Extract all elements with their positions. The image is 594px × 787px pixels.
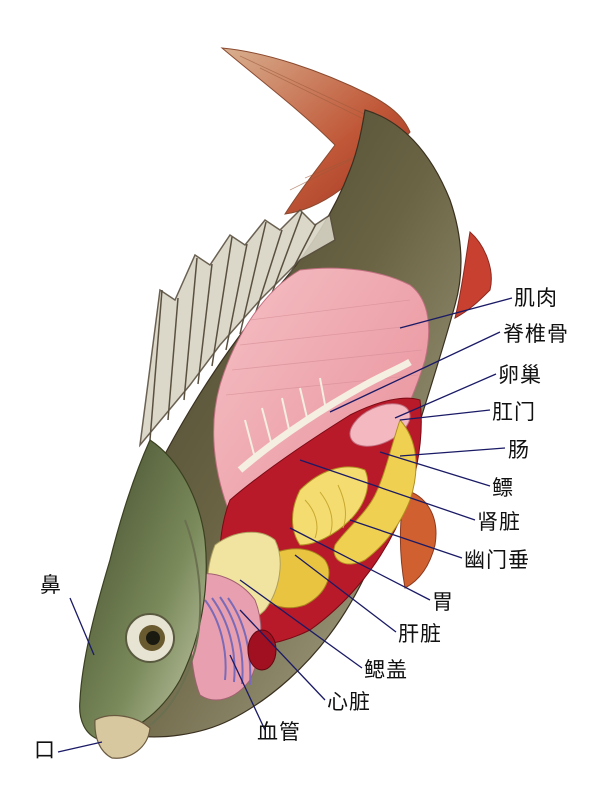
label-pyloric-caeca: 幽门垂 (464, 550, 530, 571)
eye-pupil (146, 631, 160, 645)
label-liver: 肝脏 (398, 624, 442, 645)
label-mouth: 口 (34, 740, 56, 761)
heart (248, 630, 276, 670)
label-intestine: 肠 (508, 440, 530, 461)
label-muscle: 肌肉 (514, 288, 558, 309)
label-stomach: 胃 (432, 592, 454, 613)
mouth (95, 716, 150, 759)
label-kidney: 肾脏 (477, 512, 521, 533)
label-spine: 脊椎骨 (503, 324, 569, 345)
label-gill-cover: 鳃盖 (364, 660, 408, 681)
label-blood-vessel: 血管 (257, 722, 301, 743)
label-heart: 心脏 (327, 692, 371, 713)
label-nostril: 鼻 (40, 575, 62, 596)
label-ovary: 卵巢 (498, 365, 542, 386)
label-anus: 肛门 (492, 402, 536, 423)
label-swim-bladder: 鳔 (492, 478, 514, 499)
